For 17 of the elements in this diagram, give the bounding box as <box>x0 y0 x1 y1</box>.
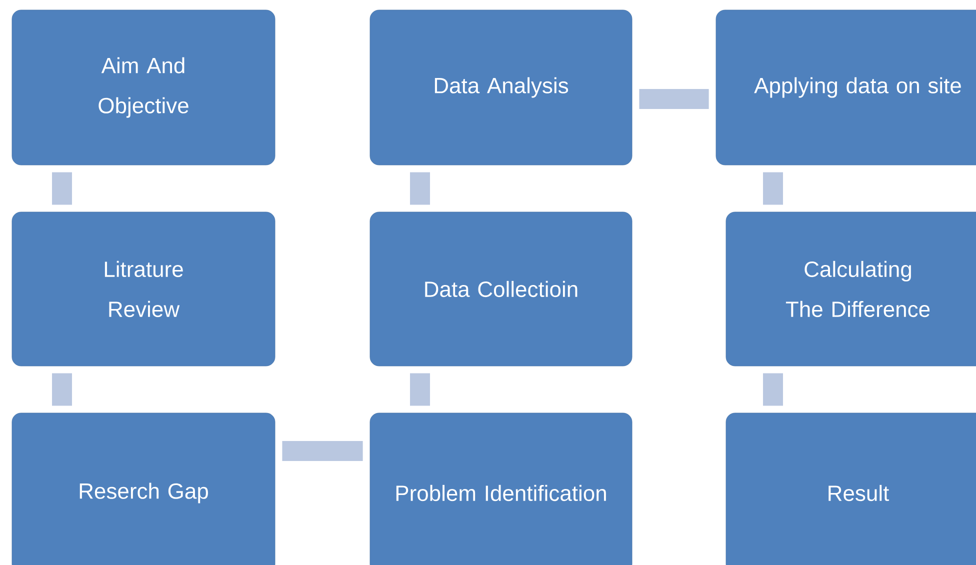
connector-bar <box>52 172 72 205</box>
process-box: Aim And Objective <box>12 10 276 166</box>
process-box: Data Collectioin <box>370 212 632 366</box>
connector-bar <box>410 172 430 205</box>
connector-bar <box>410 373 430 406</box>
process-box: Reserch Gap <box>12 412 276 565</box>
process-box: Litrature Review <box>12 212 276 366</box>
process-box: Data Analysis <box>370 10 632 166</box>
connector-bar <box>282 441 363 461</box>
process-box: Result <box>726 412 976 565</box>
process-box: Applying data on site <box>716 10 976 166</box>
connector-bar <box>763 373 783 406</box>
process-box: Problem Identification <box>370 412 632 565</box>
connector-bar <box>639 89 709 109</box>
process-box: Calculating The Difference <box>726 212 976 366</box>
connector-bar <box>763 172 783 205</box>
connector-bar <box>52 373 72 406</box>
